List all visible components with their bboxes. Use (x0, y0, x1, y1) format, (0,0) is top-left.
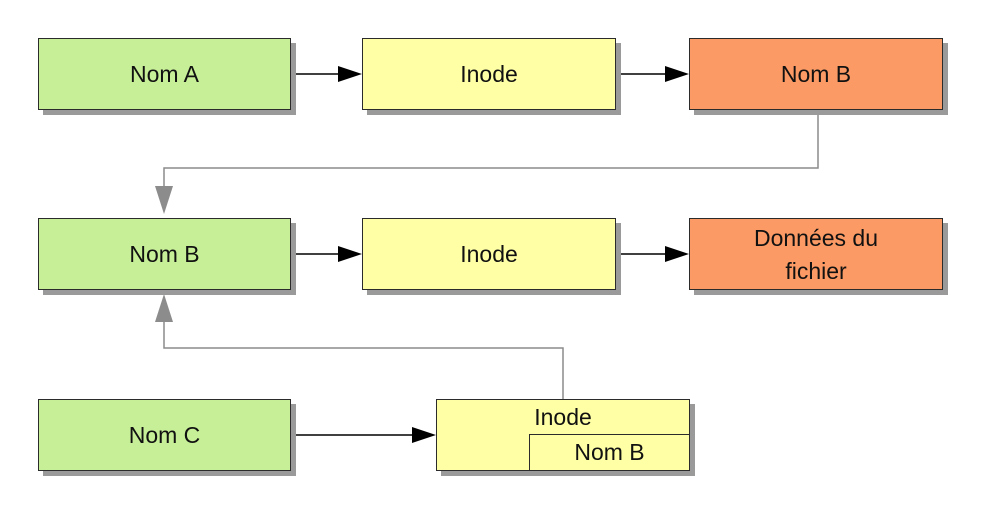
file-data-line1: Données du (753, 225, 879, 251)
file-data-line2: fichier (785, 258, 847, 284)
inode-2-label: Inode (460, 241, 518, 267)
inode-node-2: Inode (362, 218, 616, 290)
name-a-label: Nom A (129, 61, 200, 87)
inode-node-1: Inode (362, 38, 616, 110)
name-a-node: Nom A (38, 38, 291, 110)
file-data-label: Données du fichier (754, 222, 878, 288)
link-name-b-to-name-b (155, 110, 819, 214)
link-inode-entry-to-name-b (155, 294, 564, 399)
name-c-label: Nom C (128, 422, 201, 448)
name-b-node: Nom B (38, 218, 291, 290)
name-c-node: Nom C (38, 399, 291, 471)
arrow-name-b-to-inode (291, 246, 362, 262)
file-data-node: Données du fichier (689, 218, 943, 290)
name-b-label: Nom B (129, 241, 200, 267)
arrow-name-a-to-inode (291, 66, 362, 82)
arrow-inode-to-file-data (616, 246, 689, 262)
name-b-target-node: Nom B (689, 38, 943, 110)
arrow-inode-to-name-b (616, 66, 689, 82)
inode-3-entry-name-b: Nom B (529, 434, 689, 470)
arrow-name-c-to-inode (291, 427, 436, 443)
inode-1-label: Inode (460, 61, 518, 87)
inode-3-label: Inode (534, 404, 592, 430)
inode-node-3: Inode Nom B (436, 399, 690, 471)
name-b-target-label: Nom B (780, 61, 852, 87)
